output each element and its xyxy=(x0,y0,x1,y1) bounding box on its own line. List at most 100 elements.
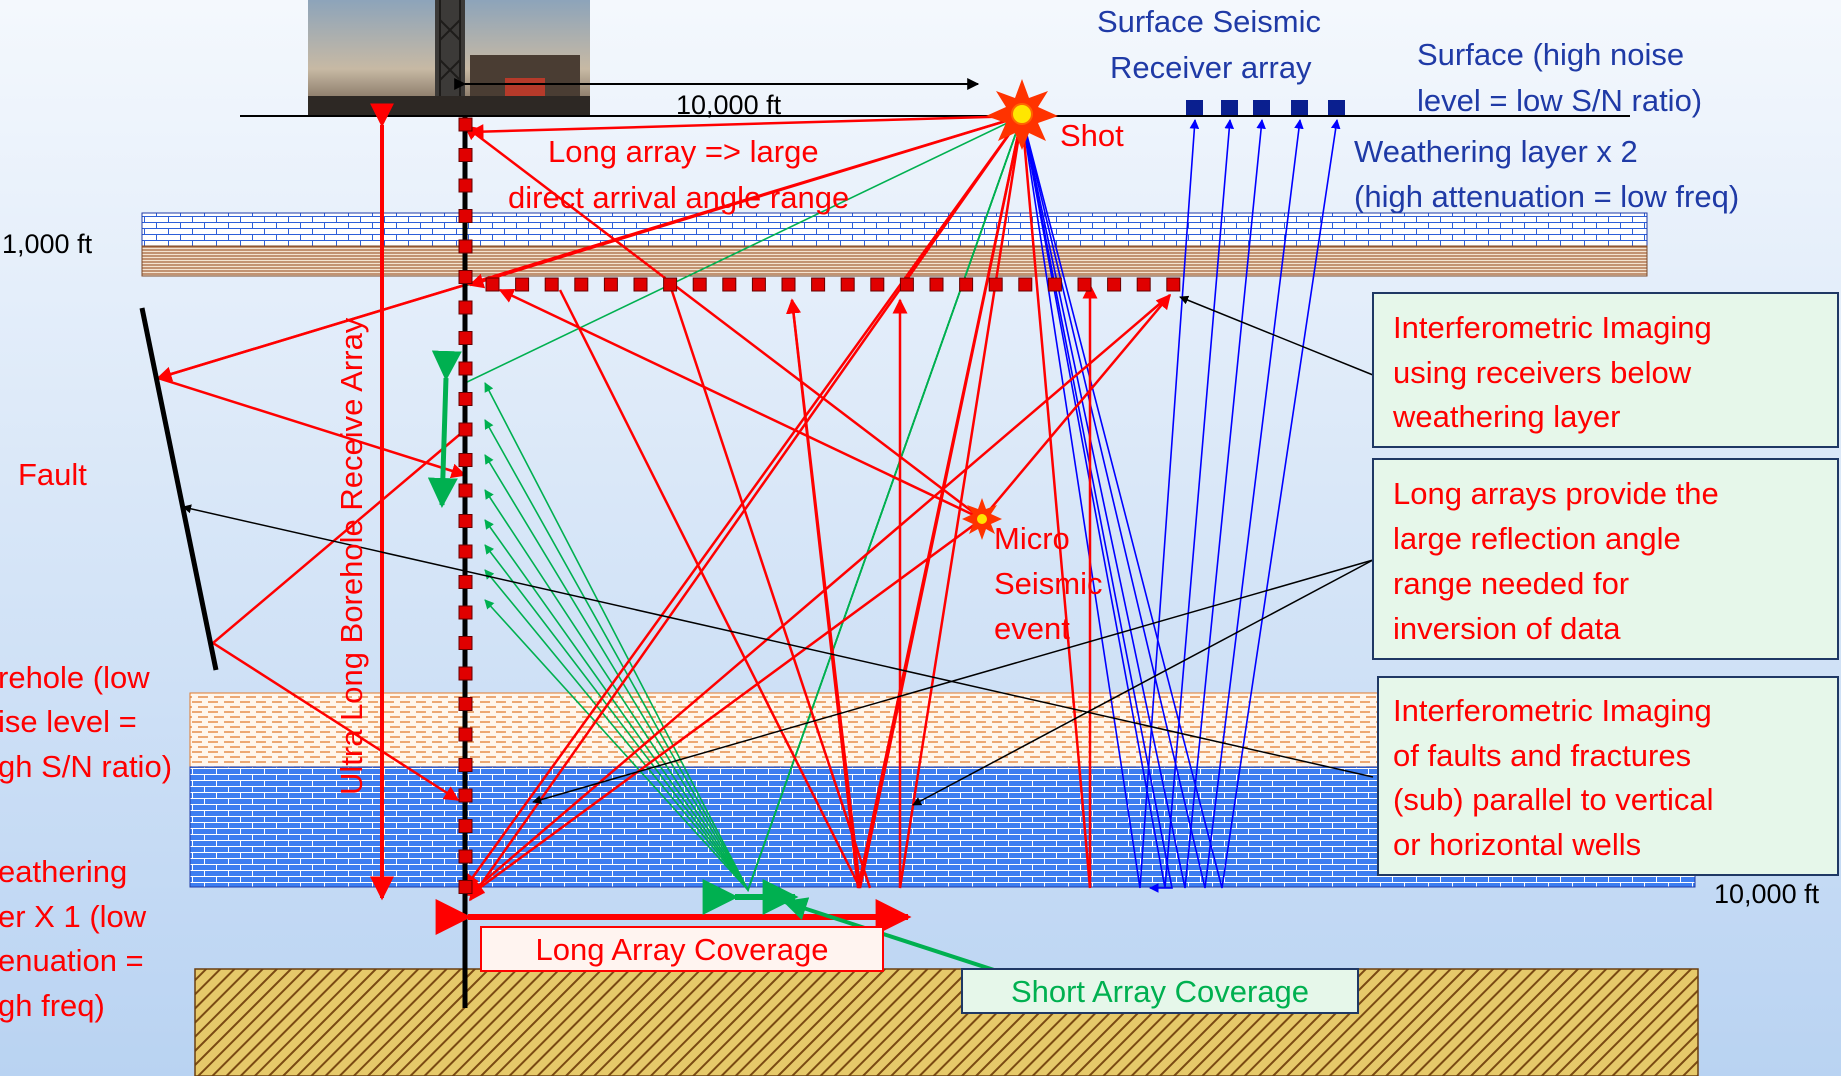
horizontal-receiver-9 xyxy=(722,277,737,292)
surface-receiver-4 xyxy=(1291,100,1308,115)
borehole-label-3: gh S/N ratio) xyxy=(0,749,172,784)
borehole-receiver-25 xyxy=(458,849,473,864)
red-shot-direct-ray-1 xyxy=(468,114,1023,140)
horizontal-receiver-14 xyxy=(870,277,885,292)
borehole-receiver-4 xyxy=(458,209,473,223)
weathering-2-label-1: Weathering layer x 2 xyxy=(1354,134,1638,169)
surface-receiver-5 xyxy=(1328,100,1345,115)
offset-label: 10,000 ft xyxy=(676,90,782,120)
horizontal-receiver-23 xyxy=(1136,277,1151,292)
short-coverage-box: Short Array Coverage xyxy=(961,968,1359,1014)
red-shot-reflect-ray-4 xyxy=(1020,115,1098,889)
micro-seismic-label-2: Seismic xyxy=(994,566,1103,601)
horizontal-receiver-3 xyxy=(544,277,559,292)
horizontal-receiver-8 xyxy=(692,277,707,292)
note-1-line-2: using receivers below xyxy=(1393,355,1692,390)
horizontal-receiver-7 xyxy=(663,277,678,292)
blue-ray-6 xyxy=(1021,115,1173,893)
horizontal-receiver-2 xyxy=(515,277,530,292)
surface-seismic-label-1: Surface Seismic xyxy=(1097,4,1321,39)
surface-receiver-3 xyxy=(1253,100,1270,115)
micro-seismic-star-icon xyxy=(962,498,1002,540)
red-micro-ray-1 xyxy=(463,125,983,520)
long-coverage-box: Long Array Coverage xyxy=(480,926,884,972)
borehole-receiver-7 xyxy=(458,300,473,315)
green-upgoing-ray xyxy=(747,115,1023,891)
note-1-line-1: Interferometric Imaging xyxy=(1393,310,1712,345)
borehole-receiver-26 xyxy=(458,880,473,894)
borehole-receiver-21 xyxy=(458,727,473,742)
borehole-receiver-18 xyxy=(458,636,473,650)
red-micro-ray-2 xyxy=(498,288,983,521)
note-3-line-4: or horizontal wells xyxy=(1393,827,1641,862)
borehole-receiver-17 xyxy=(458,605,473,620)
surface-receiver-2 xyxy=(1221,100,1238,115)
callout-lines xyxy=(182,295,1374,806)
weathering-1-label-2: er X 1 (low xyxy=(0,899,147,934)
red-shot-reflect-ray-3 xyxy=(892,115,1024,889)
borehole-receiver-14 xyxy=(458,514,473,528)
horizontal-receiver-12 xyxy=(811,277,826,292)
depth-1000-label: 1,000 ft xyxy=(2,229,93,259)
micro-seismic-label-1: Micro xyxy=(994,521,1070,556)
red-micro-ray-4 xyxy=(468,517,983,897)
blue-ray-3 xyxy=(1021,115,1266,889)
weathering-1-label-4: gh freq) xyxy=(0,988,105,1023)
horizontal-receiver-10 xyxy=(751,277,766,292)
borehole-receiver-6 xyxy=(458,270,473,284)
note-2-line-2: large reflection angle xyxy=(1393,521,1681,556)
horizontal-receiver-4 xyxy=(574,277,589,292)
horizontal-receiver-15 xyxy=(899,277,914,292)
horizontal-receiver-13 xyxy=(840,277,855,292)
note-2-line-1: Long arrays provide the xyxy=(1393,476,1719,511)
shallow-brick-layer xyxy=(141,212,1648,247)
note-3-line-3: (sub) parallel to vertical xyxy=(1393,782,1713,817)
borehole-receiver-15 xyxy=(458,544,473,559)
note-box-long-arrays: Long arrays provide the large reflection… xyxy=(1372,458,1839,660)
receiver-arrays xyxy=(485,100,1345,292)
horizontal-receiver-11 xyxy=(781,277,796,292)
note-box-receivers-below-weathering: Interferometric Imaging using receivers … xyxy=(1372,292,1839,448)
note-2-line-3: range needed for xyxy=(1393,566,1629,601)
borehole-receiver-19 xyxy=(458,666,473,681)
borehole-receiver-12 xyxy=(458,453,473,467)
borehole-receiver-5 xyxy=(458,239,473,254)
borehole-receiver-9 xyxy=(458,361,473,376)
horizontal-receiver-1 xyxy=(485,277,500,292)
vertical-array-label: Ultra Long Borehole Receive Array xyxy=(334,317,369,795)
surface-receiver-1 xyxy=(1186,100,1203,115)
fault-label: Fault xyxy=(18,457,87,492)
borehole-receiver-2 xyxy=(458,148,473,162)
fault-line xyxy=(139,307,219,671)
basement-hatched-layer xyxy=(194,968,1699,1076)
red-shot-direct-ray-3 xyxy=(468,115,1024,902)
borehole-receiver-24 xyxy=(458,819,473,833)
borehole-receiver-1 xyxy=(458,117,473,132)
surface-noise-label-1: Surface (high noise xyxy=(1417,37,1684,72)
red-shot-to-bottom-ray xyxy=(463,115,1024,890)
borehole-receiver-13 xyxy=(458,483,473,498)
horizontal-receiver-19 xyxy=(1018,277,1033,292)
borehole-receiver-22 xyxy=(458,758,473,772)
horizontal-receiver-18 xyxy=(988,277,1003,292)
long-array-label-1: Long array => large xyxy=(548,134,819,169)
red-micro-ray-3 xyxy=(981,293,1171,520)
horizontal-receiver-5 xyxy=(603,277,618,292)
borehole-receiver-10 xyxy=(458,392,473,406)
horizontal-receiver-16 xyxy=(929,277,944,292)
blue-ray-5 xyxy=(1021,115,1341,889)
shot-star-icon xyxy=(986,79,1058,150)
drilling-rig-photo xyxy=(308,0,590,115)
note-box-faults-fractures: Interferometric Imaging of faults and fr… xyxy=(1377,676,1839,876)
borehole-label-2: ise level = xyxy=(0,704,137,739)
micro-seismic-label-3: event xyxy=(994,611,1070,646)
long-array-label-2: direct arrival angle range xyxy=(508,180,849,215)
shallow-brown-layer xyxy=(141,245,1648,277)
horizontal-receiver-20 xyxy=(1047,277,1062,292)
borehole-receivers xyxy=(458,117,473,894)
surface-noise-label-2: level = low S/N ratio) xyxy=(1417,83,1702,118)
note-3-line-1: Interferometric Imaging xyxy=(1393,693,1712,728)
horizontal-receiver-24 xyxy=(1166,277,1181,292)
shot-label: Shot xyxy=(1060,118,1124,153)
